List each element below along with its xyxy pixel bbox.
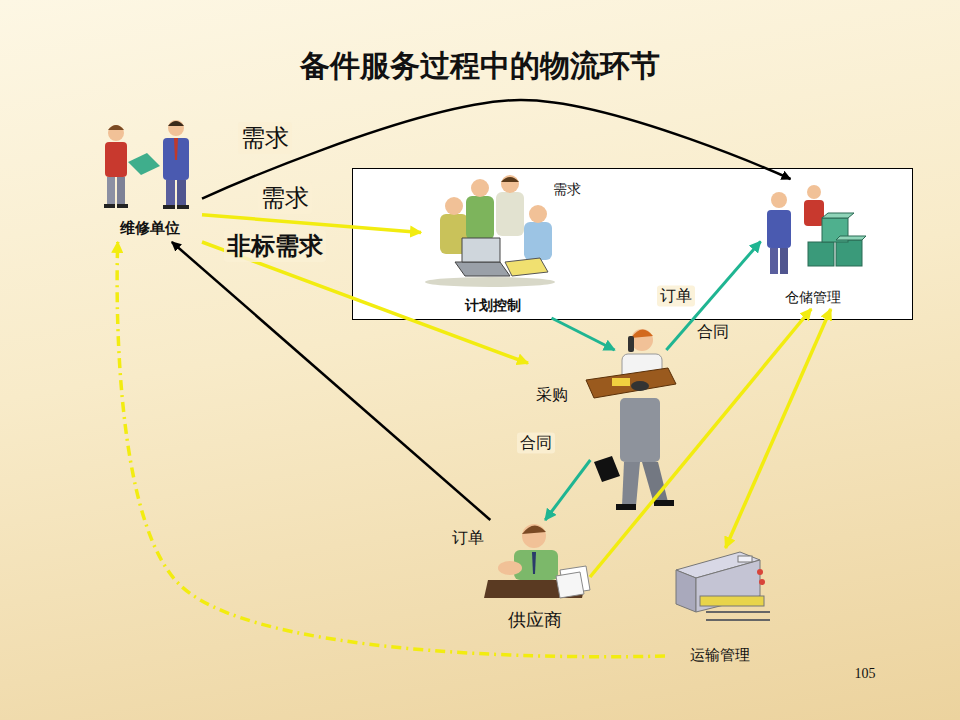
flow-connector (726, 309, 831, 548)
node-label: 计划控制 (465, 297, 521, 315)
connector-label: 需求 (238, 122, 292, 154)
maintenance-people-path (108, 125, 124, 130)
supplier-figure-polygon (556, 572, 584, 598)
warehouse-figure (767, 185, 866, 274)
connector-label: 订单 (657, 286, 695, 307)
purchaser-figure-rect (612, 378, 630, 386)
node-label: 运输管理 (690, 646, 750, 665)
planning-group-rect (524, 222, 552, 260)
flow-connector (545, 460, 590, 520)
purchaser-figure-ellipse (631, 381, 649, 391)
purchaser-figure-path (631, 329, 653, 338)
planning-group-rect (496, 192, 524, 236)
stacked-boxes-polygon (836, 236, 866, 240)
purchaser-figure-polygon (594, 456, 620, 482)
maintenance-people-polygon (128, 153, 160, 175)
maintenance-people-polygon (174, 138, 178, 160)
node-label: 供应商 (508, 608, 562, 632)
maintenance-people-rect (163, 138, 189, 180)
planning-group-rect (466, 196, 494, 240)
flow-label: 需求 (553, 181, 581, 199)
maintenance-people-rect (105, 142, 127, 177)
flow-connector (590, 309, 811, 577)
warehouse-figure-rect (767, 210, 791, 248)
connector-label: 合同 (517, 433, 555, 454)
purchaser-figure-rect (620, 398, 660, 462)
transport-machine-line (706, 619, 770, 621)
maintenance-people-rect (177, 180, 186, 206)
supplier-figure-polygon (532, 552, 536, 574)
transport-machine (676, 552, 770, 620)
supplier-figure-path (522, 525, 546, 534)
transport-machine-rect (700, 596, 764, 606)
flow-label: 合同 (697, 322, 729, 343)
transport-machine-line (706, 611, 770, 613)
purchaser-figure-circle (631, 329, 653, 351)
flow-label: 订单 (452, 528, 484, 549)
flow-connector (117, 242, 665, 657)
purchaser-figure-rect (654, 500, 674, 506)
warehouse-figure-rect (804, 200, 824, 226)
planning-group-ellipse (425, 277, 555, 287)
page-number: 105 (855, 666, 876, 682)
stacked-boxes-polygon (822, 213, 854, 218)
transport-machine-rect (738, 556, 752, 562)
warehouse-figure-rect (770, 248, 778, 274)
planning-group-circle (471, 179, 489, 197)
maintenance-people-circle (108, 125, 124, 141)
planning-group-polygon (455, 262, 510, 276)
planning-group-circle (445, 197, 463, 215)
transport-machine-circle (759, 579, 765, 585)
planning-group-polygon (505, 258, 548, 276)
connector-label: 非标需求 (224, 230, 326, 262)
planning-group (425, 175, 555, 287)
warehouse-figure-circle (771, 192, 787, 208)
planning-group-path (501, 177, 519, 182)
maintenance-people-rect (117, 177, 125, 205)
node-label: 维修单位 (120, 219, 180, 238)
maintenance-people-circle (168, 120, 184, 136)
node-label: 仓储管理 (785, 289, 841, 307)
flow-connector (552, 318, 615, 350)
transport-machine-polygon (676, 570, 696, 612)
maintenance-people-rect (117, 204, 128, 208)
maintenance-people-rect (177, 205, 189, 209)
maintenance-people (104, 120, 189, 209)
connector-label: 需求 (258, 182, 312, 214)
stacked-boxes (808, 213, 866, 266)
purchaser-figure-rect (616, 504, 636, 510)
maintenance-people-rect (104, 204, 115, 208)
purchaser-figure-rect (628, 336, 634, 352)
planning-group-polygon (462, 238, 500, 262)
warehouse-figure-circle (807, 185, 821, 199)
supplier-figure-circle (522, 524, 546, 548)
supplier-figure-ellipse (498, 561, 522, 575)
purchaser-figure-polygon (586, 368, 676, 398)
warehouse-figure-rect (780, 248, 788, 274)
planning-group-circle (529, 205, 547, 223)
maintenance-people-rect (163, 205, 175, 209)
supplier-figure (484, 524, 590, 598)
maintenance-people-rect (166, 180, 175, 206)
maintenance-people-rect (107, 177, 115, 205)
stacked-boxes-rect (808, 242, 834, 266)
diagram-title: 备件服务过程中的物流环节 (300, 46, 660, 87)
transport-machine-circle (757, 569, 763, 575)
planning-group-circle (501, 175, 519, 193)
stacked-boxes-rect (836, 240, 862, 266)
node-label: 采购 (536, 385, 568, 406)
purchaser-figure (586, 329, 676, 510)
maintenance-people-path (168, 121, 184, 126)
purchaser-figure-polygon (622, 462, 640, 506)
flow-connector (172, 242, 490, 520)
